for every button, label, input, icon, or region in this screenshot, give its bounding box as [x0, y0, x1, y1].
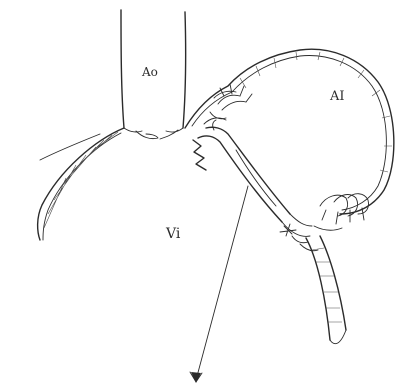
direction-arrow [190, 186, 248, 383]
ventricle-left-wall [38, 128, 124, 240]
atrium-wall [185, 49, 394, 214]
atrium-label: AI [329, 89, 345, 104]
zigzag-suture [193, 140, 206, 170]
upper-suture-cluster [204, 84, 252, 124]
prosthetic-leaflet [198, 120, 312, 236]
aortic-valve-leaflets [136, 130, 178, 139]
ventricle-label: Vi [165, 226, 181, 242]
aorta-label: Ao [141, 65, 158, 79]
lower-suture-cluster [314, 194, 369, 230]
papillary-muscle [300, 236, 346, 344]
